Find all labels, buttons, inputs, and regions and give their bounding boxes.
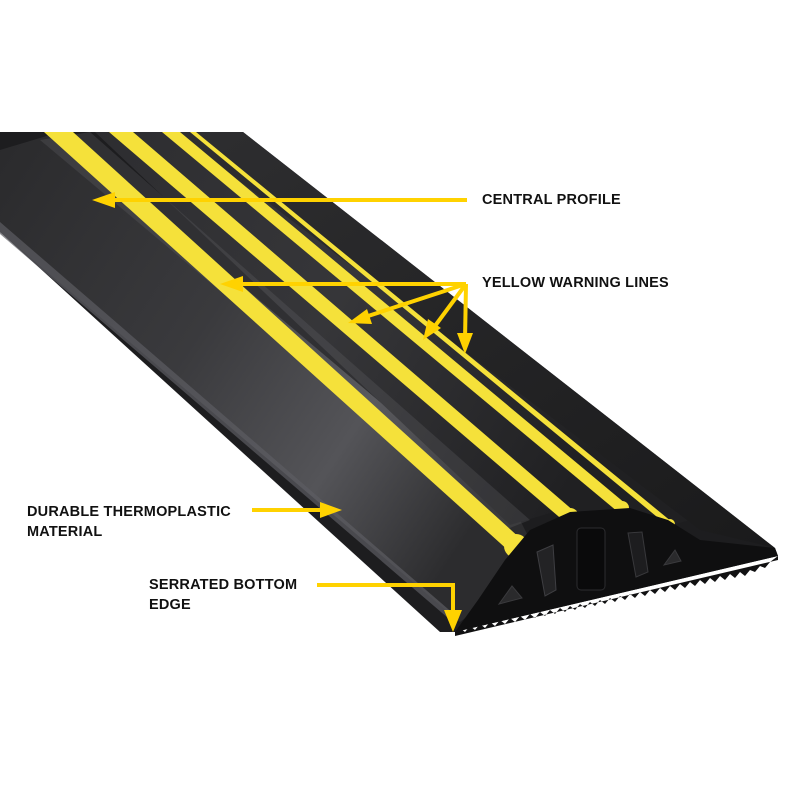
label-line: MATERIAL — [27, 524, 103, 540]
label-line: EDGE — [149, 597, 191, 613]
stripe-1 — [44, 132, 522, 552]
cross-section-end — [455, 508, 778, 636]
arrow-thermoplastic — [252, 502, 342, 518]
label-durable-thermoplastic: DURABLE THERMOPLASTIC MATERIAL — [27, 502, 231, 542]
cavity-triangle-left — [497, 585, 523, 605]
label-serrated-bottom-edge: SERRATED BOTTOM EDGE — [149, 575, 297, 615]
cavity-triangle-right — [662, 549, 682, 566]
label-line: CENTRAL PROFILE — [482, 192, 621, 208]
cavity-left — [536, 544, 557, 597]
callout-arrows — [92, 192, 473, 632]
label-central-profile: CENTRAL PROFILE — [482, 190, 621, 210]
cavity-center — [576, 527, 606, 591]
label-line: DURABLE THERMOPLASTIC — [27, 504, 231, 520]
arrow-central-profile — [92, 192, 467, 208]
stripe-3 — [162, 132, 626, 512]
label-line: SERRATED BOTTOM — [149, 577, 298, 593]
arrow-serrated-edge — [317, 583, 462, 632]
label-line: YELLOW WARNING LINES — [482, 275, 669, 291]
arrow-yellow-warning-lines — [220, 276, 473, 354]
label-yellow-warning-lines: YELLOW WARNING LINES — [482, 273, 669, 293]
cavity-right — [627, 531, 649, 578]
serrated-edge — [455, 556, 778, 636]
stripe-2 — [109, 132, 575, 522]
